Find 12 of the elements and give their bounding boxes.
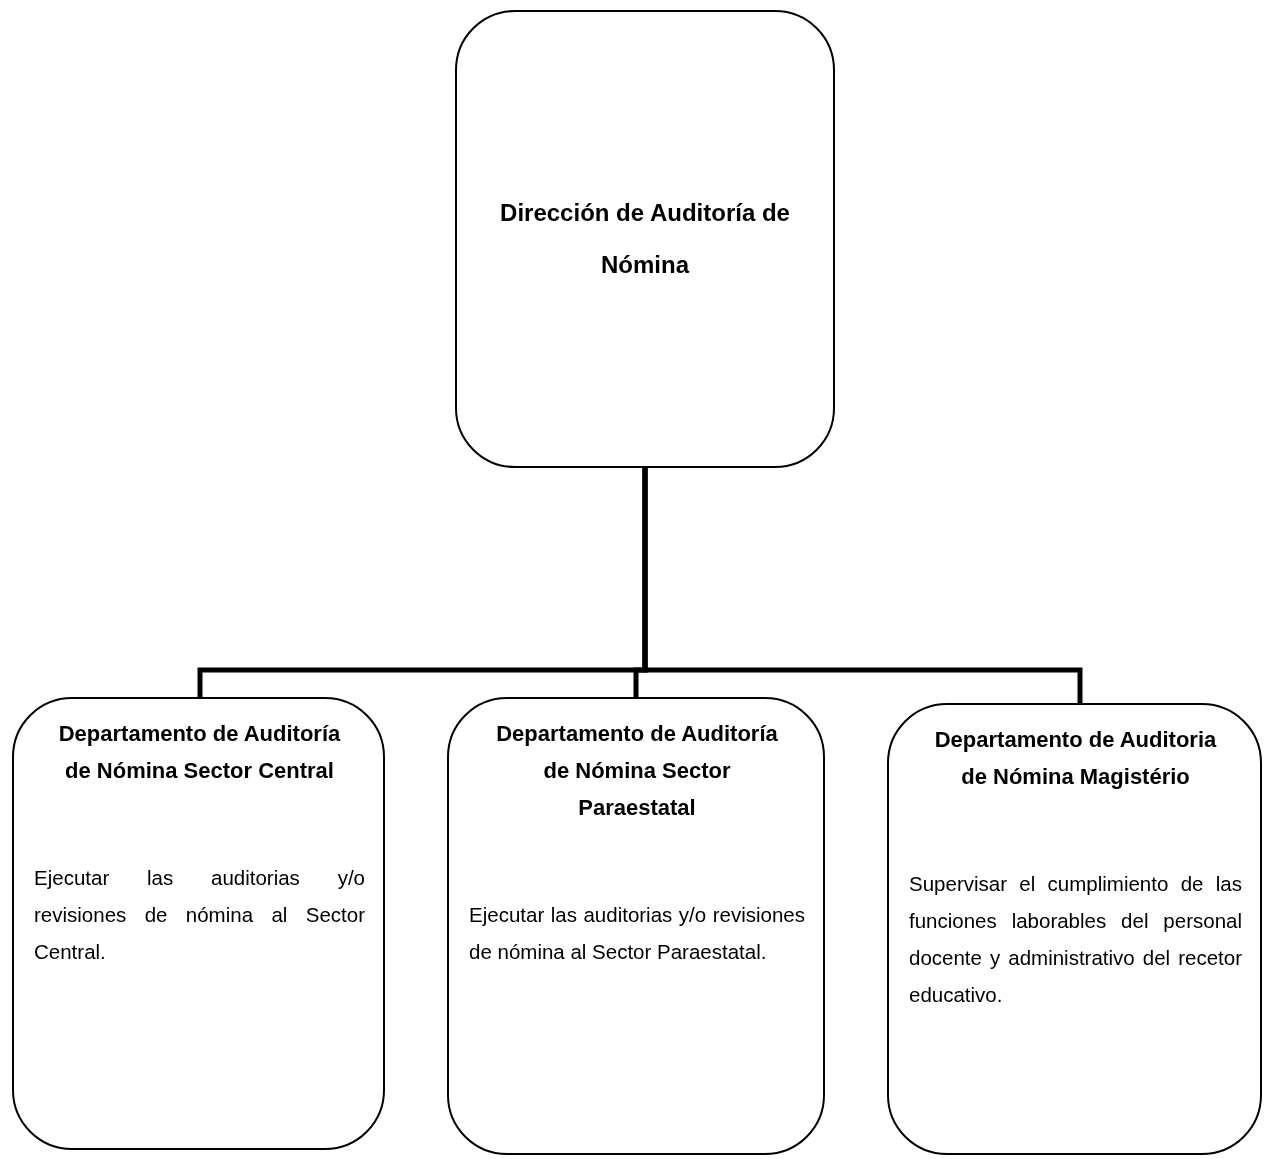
- unit-description: Supervisar el cumplimiento de las funciones laborables del personal docente y administrativo del recetor educativo.: [909, 871, 1242, 1008]
- connector-line: [642, 468, 1083, 703]
- unit-description: Ejecutar las auditorias y/o revisiones de nómina al Sector Central.: [34, 865, 365, 965]
- org-box: [887, 703, 1262, 1155]
- unit-description: Ejecutar las auditorias y/o revisiones de nómina al Sector Paraestatal.: [469, 902, 805, 965]
- org-box: [12, 697, 385, 1150]
- unit-title: Departamento de Auditoría de Nómina Sector Paraestatal: [495, 720, 779, 822]
- org-box: [447, 697, 825, 1155]
- unit-title: Dirección de Auditoría de Nómina: [499, 198, 791, 280]
- org-box: [455, 10, 835, 468]
- unit-title: Departamento de Auditoria de Nómina Magistério: [933, 726, 1218, 791]
- unit-title: Departamento de Auditoría de Nómina Sector Central: [57, 720, 342, 785]
